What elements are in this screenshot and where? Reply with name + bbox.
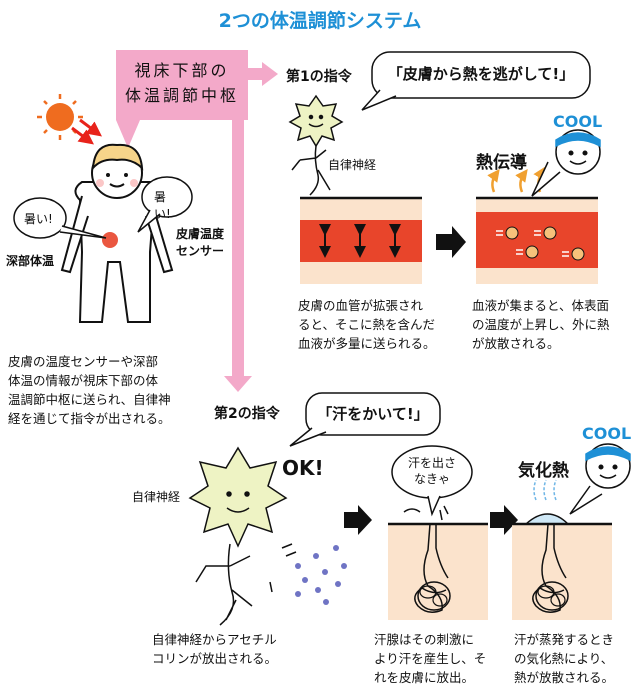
- core-temp-label: 深部体温: [6, 254, 55, 268]
- skin-sensor-label: 皮膚温度 センサー: [176, 226, 224, 260]
- command2-nerve-label: 自律神経: [132, 490, 181, 504]
- command2-label: 第2の指令: [214, 406, 280, 422]
- evaporation-block: [512, 479, 612, 620]
- command1-text-right-line: が放散される。: [472, 336, 560, 351]
- command2-text-mid-line: より汗を産生し、そ: [374, 651, 487, 666]
- acetylcholine-dots: [295, 545, 347, 605]
- command2-text-mid: 汗腺はその刺激に より汗を産生し、そ れを皮膚に放出。: [374, 630, 498, 687]
- gland-bubble-line2: なきゃ: [413, 472, 450, 486]
- command1-text-right-line: 血液が集まると、体表面: [472, 298, 610, 313]
- gland-bubble-line1: 汗を出さ: [407, 456, 456, 470]
- command1-text-right-line: の温度が上昇し、外に熱: [472, 317, 610, 332]
- command1-text-left-line: 皮膚の血管が拡張され: [298, 298, 424, 313]
- body-description-line: 皮膚の温度センサーや深部: [8, 354, 159, 369]
- flow-arrows: [116, 62, 278, 392]
- command1-text-left-line: ると、そこに熱を含んだ: [298, 317, 436, 332]
- body-description-line: 体温の情報が視床下部の体: [8, 373, 159, 388]
- command2-text-left-line: 自律神経からアセチル: [152, 632, 277, 647]
- command2-text-mid-line: 汗腺はその刺激に: [374, 632, 475, 647]
- body-description-line: 経を通じて指令が出される。: [8, 411, 171, 426]
- body-description: 皮膚の温度センサーや深部 体温の情報が視床下部の体 温調節中枢に送られ、自律神 …: [8, 352, 228, 428]
- gland-bubble: [391, 445, 473, 517]
- command1-nerve-label: 自律神経: [328, 158, 377, 172]
- skin-block-2: [476, 166, 598, 284]
- body-bubbles: [13, 176, 193, 239]
- command2-text-left-line: コリンが放出される。: [152, 651, 278, 666]
- hypothalamus-label: 視床下部の 体温調節中枢: [116, 50, 248, 120]
- command2-heat-label: 気化熱: [518, 461, 569, 481]
- command2-text-left: 自律神経からアセチル コリンが放出される。: [152, 630, 332, 668]
- command2-ok: OK!: [282, 456, 324, 480]
- body-description-line: 温調節中枢に送られ、自律神: [8, 392, 171, 407]
- command2-text-right-line: 汗が蒸発するとき: [514, 632, 615, 647]
- command1-speech: 「皮膚から熱を逃がして!」: [387, 65, 575, 83]
- command1-label: 第1の指令: [286, 69, 352, 85]
- bubble-hot-left: 暑い!: [24, 212, 53, 226]
- arrow-1: [436, 226, 466, 258]
- arrow-2: [344, 505, 372, 535]
- command1-cool: COOL: [553, 112, 603, 131]
- command2-text-mid-line: れを皮膚に放出。: [374, 670, 475, 685]
- hypothalamus-line2: 体温調節中枢: [124, 86, 239, 105]
- nerve-cell-1: [288, 94, 344, 196]
- speech-bubble-1: [361, 51, 591, 111]
- gland-bubble-text: 汗を出さ なきゃ: [398, 455, 466, 487]
- command2-text-right: 汗が蒸発するとき の気化熱により、 熱が放散される。: [514, 630, 638, 687]
- sweat-gland-block: [388, 505, 488, 620]
- command2-text-right-line: 熱が放散される。: [514, 670, 615, 685]
- skin-sensor-line1: 皮膚温度: [176, 227, 225, 241]
- page-title: 2つの体温調節システム: [218, 10, 422, 32]
- command1-text-left: 皮膚の血管が拡張され ると、そこに熱を含んだ 血液が多量に送られる。: [298, 296, 458, 353]
- cool-face-2: [569, 443, 631, 515]
- motion-marks: [269, 543, 297, 593]
- cool-face-1: [531, 129, 601, 197]
- command2-cool: COOL: [582, 424, 632, 443]
- nerve-cell-2: [188, 446, 288, 626]
- command2-speech: 「汗をかいて!」: [317, 405, 429, 423]
- skin-block-1: [300, 196, 422, 284]
- speech-bubble-2: [289, 392, 441, 447]
- command2-text-right-line: の気化熱により、: [514, 651, 614, 666]
- sun-icon: [37, 94, 102, 145]
- command1-text-left-line: 血液が多量に送られる。: [298, 336, 436, 351]
- arrow-3: [490, 505, 518, 535]
- hypothalamus-line1: 視床下部の: [134, 61, 230, 80]
- command1-text-right: 血液が集まると、体表面 の温度が上昇し、外に熱 が放散される。: [472, 296, 638, 353]
- bubble-hot-right: 暑い!: [154, 190, 171, 221]
- command1-heat-label: 熱伝導: [476, 153, 527, 173]
- skin-sensor-line2: センサー: [176, 244, 225, 258]
